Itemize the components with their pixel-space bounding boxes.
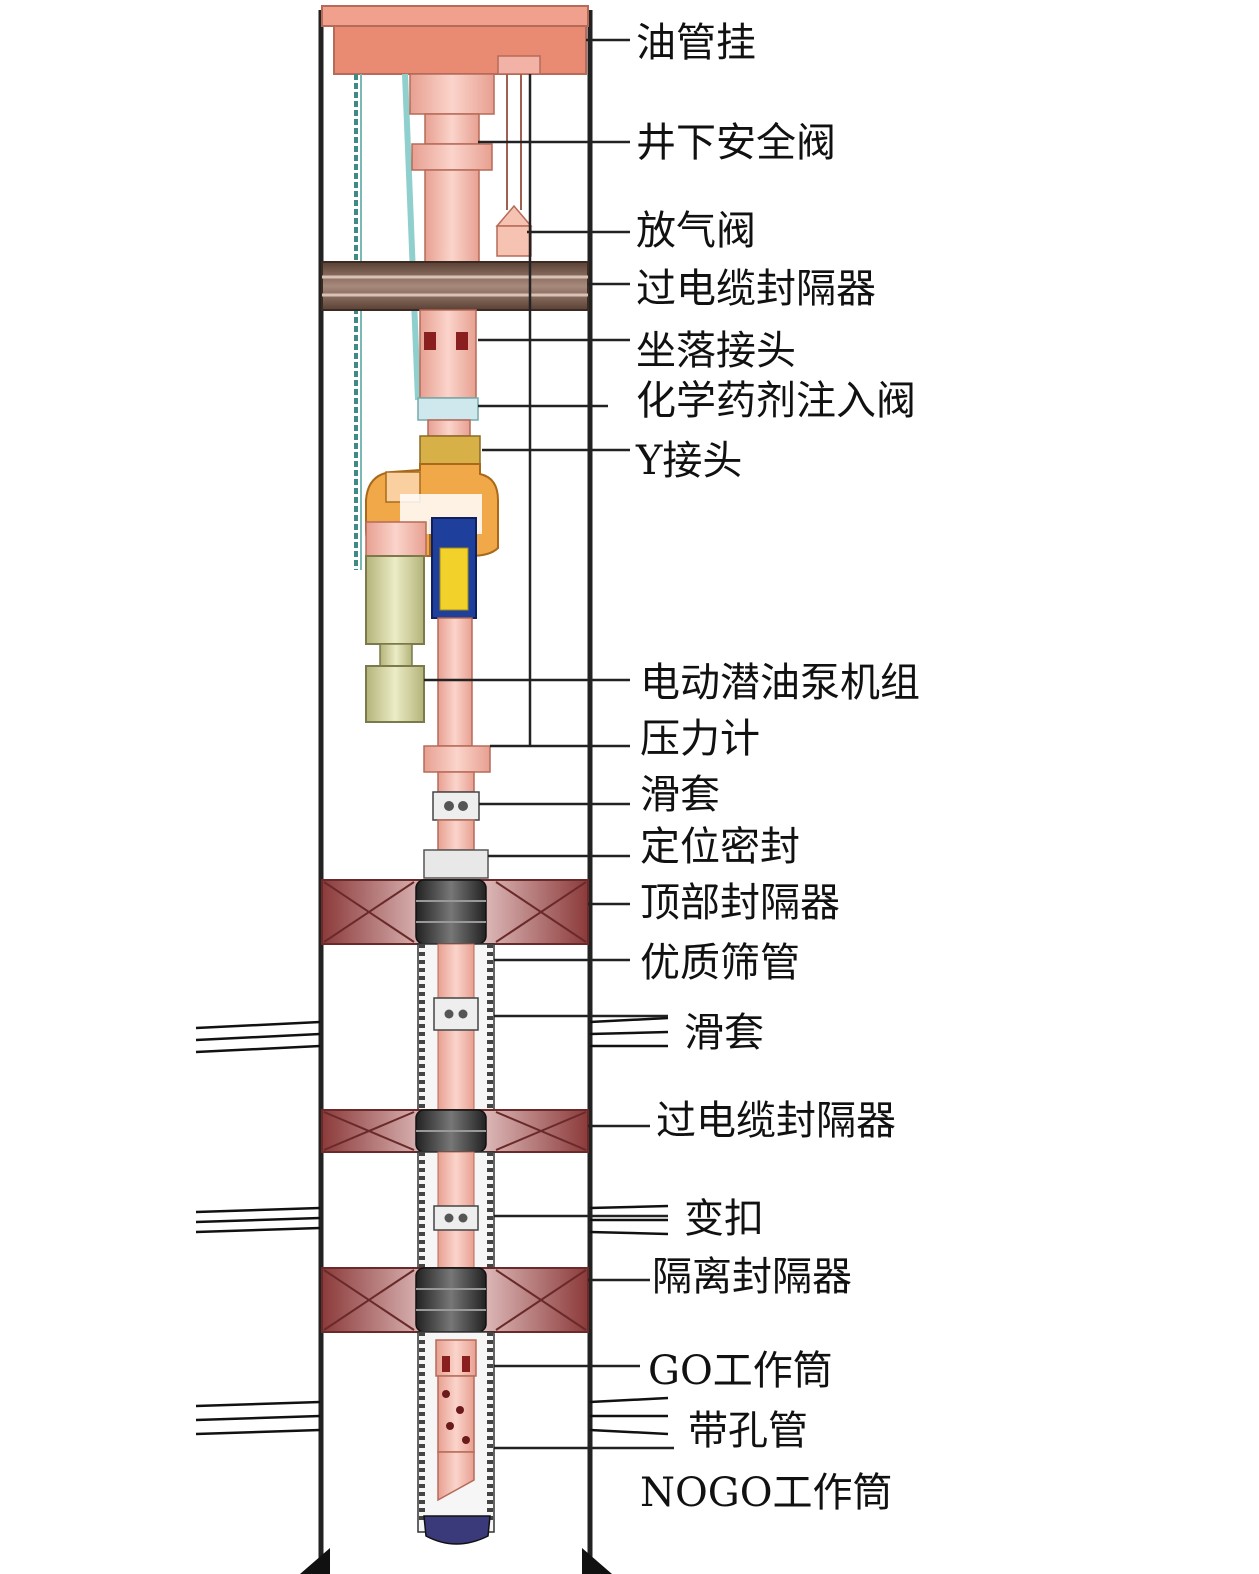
chemical-injection-valve <box>417 397 479 437</box>
label-nogo-nipple: NOGO工作筒 <box>640 1470 893 1516</box>
landing-nipple <box>419 309 477 399</box>
label-tubing-hanger: 油管挂 <box>636 20 756 66</box>
labels: 油管挂 井下安全阀 放气阀 过电缆封隔器 坐落接头 化学药剂注入阀 Y接头 电动… <box>635 20 920 1516</box>
tubing-mid <box>437 617 473 747</box>
cable-packer-mid <box>321 1109 589 1153</box>
tubing-hanger <box>321 5 589 75</box>
cable-packer-band-top <box>321 261 589 311</box>
label-esp-unit: 电动潜油泵机组 <box>640 660 920 706</box>
esp-motor <box>365 555 425 723</box>
label-cable-packer-mid: 过电缆封隔器 <box>656 1098 896 1144</box>
y-tool <box>365 435 499 558</box>
label-cable-packer-top: 过电缆封隔器 <box>636 266 876 312</box>
perforations <box>195 1016 669 1436</box>
label-chemical-injection-valve: 化学药剂注入阀 <box>636 378 916 424</box>
label-pressure-gauge: 压力计 <box>640 716 760 762</box>
control-lines <box>354 73 421 570</box>
premium-screen-2 <box>417 1151 495 1269</box>
downhole-safety-valve <box>409 73 495 263</box>
top-packer <box>321 879 589 945</box>
label-sliding-sleeve-upper: 滑套 <box>640 772 720 818</box>
locator-seal <box>423 849 489 879</box>
label-downhole-safety-valve: 井下安全阀 <box>636 120 836 166</box>
label-sliding-sleeve-lower: 滑套 <box>684 1010 764 1056</box>
label-y-tool: Y接头 <box>635 438 742 484</box>
label-premium-screen: 优质筛管 <box>640 940 800 986</box>
label-go-nipple: GO工作筒 <box>648 1348 833 1394</box>
bottom-assembly <box>417 1331 495 1545</box>
label-crossover: 变扣 <box>684 1196 764 1242</box>
label-locator-seal: 定位密封 <box>640 824 800 870</box>
pressure-gauge <box>423 745 491 793</box>
label-isolation-packer: 隔离封隔器 <box>652 1254 852 1300</box>
label-top-packer: 顶部封隔器 <box>640 880 840 926</box>
vent-valve <box>495 55 541 257</box>
label-vent-valve: 放气阀 <box>636 208 756 254</box>
esp-pump <box>431 517 477 619</box>
sliding-sleeve-upper <box>432 791 480 851</box>
label-perforated-pipe: 带孔管 <box>688 1408 808 1454</box>
label-landing-nipple: 坐落接头 <box>636 328 796 374</box>
premium-screen-1 <box>417 943 495 1111</box>
leader-lines <box>424 38 674 1450</box>
isolation-packer <box>321 1267 589 1333</box>
